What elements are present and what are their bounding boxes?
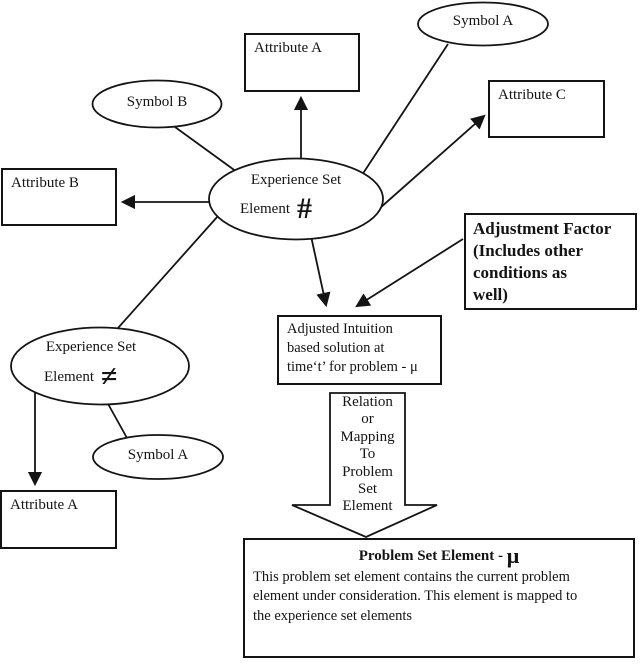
attribute-a-bottom-label: Attribute A	[10, 497, 78, 513]
experience-set-neq-element-label: Element	[44, 368, 94, 385]
not-equal-symbol: ≠	[100, 360, 118, 393]
symbol-a-lower-label: Symbol A	[127, 447, 189, 463]
adjusted-intuition-line: based solution at	[287, 340, 385, 356]
problem-set-body: This problem set element contains the cu…	[245, 567, 633, 626]
connector-symbol-a-to-hash	[361, 43, 449, 176]
experience-set-neq-line1: Experience Set	[45, 339, 137, 355]
problem-set-body-line: element under consideration. This elemen…	[253, 588, 578, 605]
problem-set-title-text: Problem Set Element -	[358, 548, 507, 564]
box-attribute-b: Attribute B	[1, 168, 117, 226]
box-attribute-c: Attribute C	[488, 80, 605, 138]
hash-symbol: #	[296, 192, 312, 225]
mapping-arrow-line: To	[359, 446, 376, 463]
box-attribute-a-top: Attribute A	[244, 33, 360, 92]
adjusted-intuition-line: Adjusted Intuition	[287, 321, 393, 337]
problem-set-title: Problem Set Element - μ	[245, 545, 633, 567]
attribute-a-top-label: Attribute A	[254, 40, 322, 56]
box-adjustment-factor: Adjustment Factor (Includes other condit…	[464, 213, 637, 310]
ellipse-experience-set-hash	[208, 157, 384, 241]
box-adjusted-intuition: Adjusted Intuition based solution at tim…	[277, 315, 442, 385]
adjustment-factor-line: well)	[473, 285, 508, 304]
mapping-arrow-line: Set	[357, 481, 378, 498]
experience-set-neq-line2: Element ≠	[44, 359, 117, 395]
mapping-arrow-line: Problem	[342, 463, 393, 480]
problem-set-body-line: This problem set element contains the cu…	[253, 569, 570, 585]
experience-set-hash-line2: Element #	[240, 191, 312, 227]
connector-hash-to-neq	[117, 215, 219, 329]
problem-set-body-line: the experience set elements	[253, 607, 413, 624]
mu-symbol: μ	[506, 543, 520, 568]
adjustment-factor-text: Adjustment Factor (Includes other condit…	[466, 215, 635, 306]
adjusted-intuition-text: Adjusted Intuition based solution at tim…	[279, 317, 440, 377]
ellipse-symbol-a-top	[417, 1, 549, 47]
experience-set-hash-element-label: Element	[240, 200, 290, 217]
mapping-arrow-line: Relation	[342, 394, 393, 410]
symbol-a-top-label: Symbol A	[452, 13, 514, 29]
mapping-arrow-text: Relation or Mapping To Problem Set Eleme…	[330, 394, 405, 516]
block-down-arrow	[291, 392, 438, 538]
symbol-b-label: Symbol B	[126, 94, 188, 110]
adjustment-factor-line: conditions as	[473, 263, 567, 282]
adjustment-factor-line: (Includes other	[473, 241, 584, 260]
connector-hash-to-attribute-c-arrow	[379, 114, 486, 209]
mapping-arrow-line: Mapping	[340, 428, 395, 445]
connector-adjustment-to-adjusted-intuition-arrow	[355, 238, 464, 308]
box-attribute-a-bottom: Attribute A	[0, 490, 117, 549]
experience-set-hash-line1: Experience Set	[250, 172, 342, 188]
ellipse-symbol-b	[91, 79, 223, 129]
mapping-arrow-line: or	[361, 411, 374, 428]
adjustment-factor-line: Adjustment Factor	[473, 219, 612, 238]
ellipse-experience-set-neq	[10, 326, 190, 406]
attribute-c-label: Attribute C	[498, 87, 566, 103]
adjusted-intuition-line: time‘t’ for problem - μ	[287, 359, 418, 375]
ellipse-symbol-a-lower	[92, 434, 224, 480]
connector-hash-to-adjusted-intuition-arrow	[310, 235, 331, 308]
mapping-arrow-line: Element	[342, 498, 393, 515]
connector-neq-to-symbol-a	[106, 401, 128, 439]
box-problem-set-element: Problem Set Element - μ This problem set…	[243, 538, 635, 658]
attribute-b-label: Attribute B	[11, 175, 79, 191]
connector-symbol-b-to-hash	[174, 126, 238, 173]
